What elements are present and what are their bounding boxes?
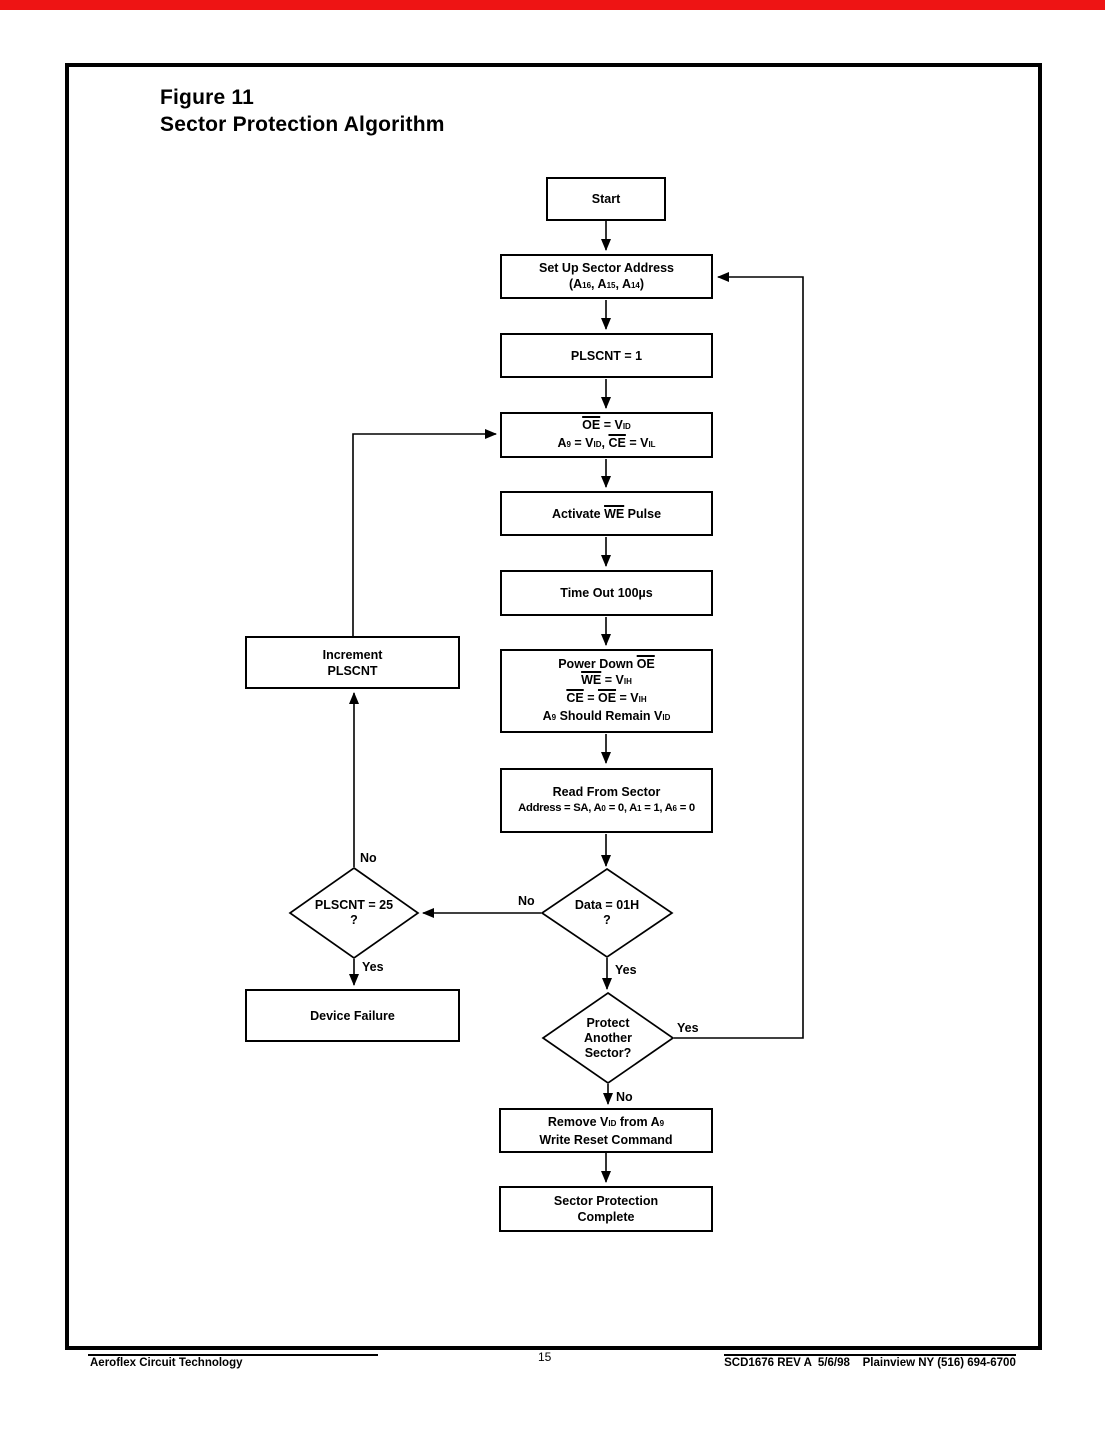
- flow-node-setup-sector-address: Set Up Sector Address(A16, A15, A14): [500, 254, 713, 299]
- edge-label-protect-no: No: [616, 1090, 633, 1104]
- footer-left-rule: [88, 1354, 378, 1356]
- flow-node-device-failure: Device Failure: [245, 989, 460, 1042]
- footer-company: Aeroflex Circuit Technology: [90, 1357, 243, 1369]
- flow-node-timeout-100us: Time Out 100µs: [500, 570, 713, 616]
- footer-right-rule: [724, 1354, 1016, 1356]
- top-accent-bar: [0, 0, 1105, 10]
- flow-node-plscnt-1: PLSCNT = 1: [500, 333, 713, 378]
- figure-title-line2: Sector Protection Algorithm: [160, 113, 445, 136]
- figure-title-line1: Figure 11: [160, 86, 255, 109]
- edge-label-data-yes: Yes: [615, 963, 637, 977]
- decision-data-01h-text: Data = 01H?: [574, 898, 640, 927]
- flow-node-activate-we-pulse: Activate WE Pulse: [500, 491, 713, 536]
- page-number: 15: [538, 1350, 552, 1364]
- decision-data-diamond: [540, 867, 674, 959]
- edge-label-protect-yes: Yes: [677, 1021, 699, 1035]
- decision-protect-diamond: [541, 991, 675, 1085]
- edge-label-plscnt-no: No: [360, 851, 377, 865]
- edge-label-data-no: No: [518, 894, 535, 908]
- footer-doc-id: SCD1676 REV A 5/6/98 Plainview NY (516) …: [724, 1357, 1016, 1369]
- flow-node-start: Start: [546, 177, 666, 221]
- figure-title: Figure 11 Sector Protection Algorithm: [160, 84, 445, 138]
- decision-plscnt-diamond: [288, 866, 420, 960]
- edge-label-plscnt-yes: Yes: [362, 960, 384, 974]
- decision-plscnt-25-text: PLSCNT = 25?: [314, 898, 394, 927]
